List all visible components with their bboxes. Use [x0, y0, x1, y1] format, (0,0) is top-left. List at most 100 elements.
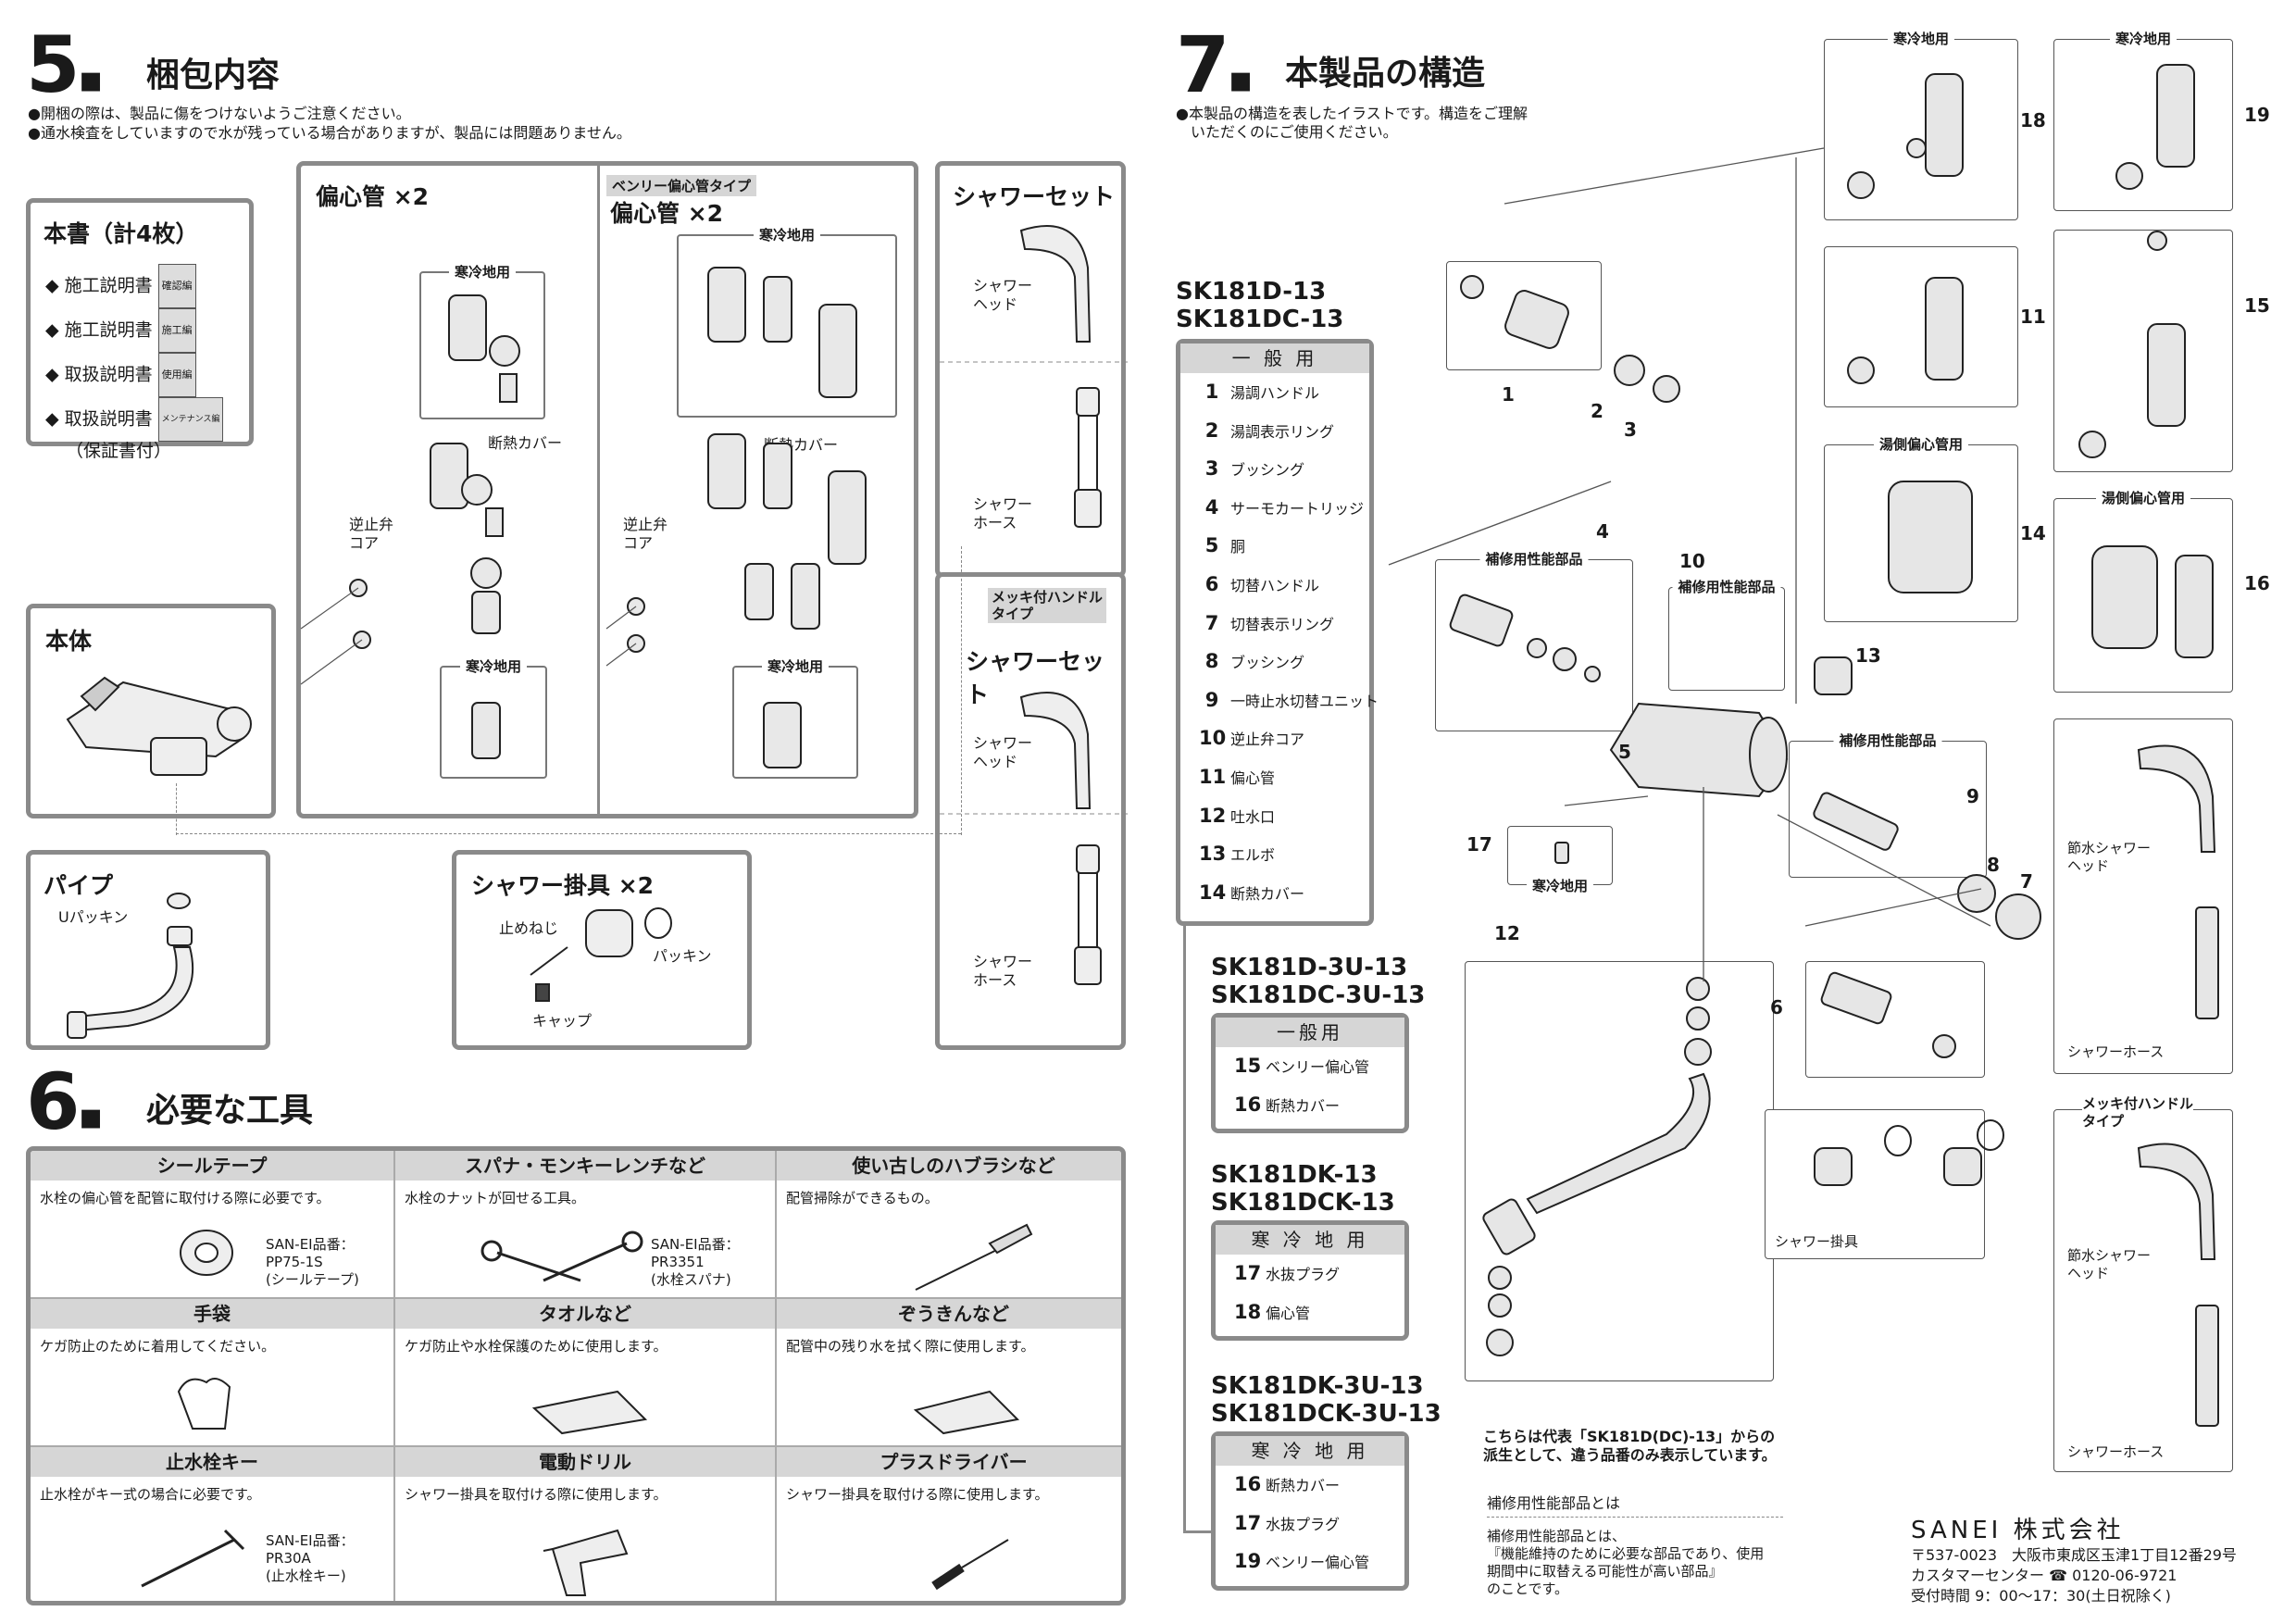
tools-table: シールテープ 水栓の偏心管を配管に取付ける際に必要です。 SAN-EI品番： P… [26, 1146, 1126, 1605]
shower-head-label-1: シャワー ヘッド [973, 277, 1033, 313]
sec5-number: 5 [26, 19, 80, 110]
sec5-note-1: ●開梱の際は、製品に傷をつけないようご注意ください。 [28, 105, 411, 122]
towel-icon [531, 1390, 648, 1435]
shower-hook-title: シャワー掛具 ×2 [471, 872, 655, 899]
callout-7: 7 [2020, 870, 2033, 893]
doc-item: ◆ 施工説明書確認編 [45, 264, 223, 308]
tool-cell: ぞうきんなど 配管中の残り水を拭く際に使用します。 [777, 1299, 1121, 1447]
pipe-title: パイプ [44, 872, 114, 899]
set-screw-label: 止めねじ [499, 919, 559, 937]
callout-4: 4 [1596, 520, 1609, 543]
model-group-1: SK181D-13 SK181DC-13 [1176, 278, 1344, 333]
detail-frame-18: 寒冷地用 [1824, 29, 2018, 220]
cold-frame: 寒冷地用 [419, 262, 545, 419]
pipe-illustration [67, 893, 194, 1039]
shower-set-title-2: シャワーセット [966, 648, 1105, 708]
company-center: カスタマーセンター ☎ 0120-06-9721 [1911, 1567, 2177, 1584]
toothbrush-icon [915, 1223, 1033, 1291]
detail-frame-11 [1824, 246, 2018, 407]
doc-warranty: （保証書付） [66, 441, 172, 461]
shower-set-title-1: シャワーセット [953, 183, 1116, 210]
benri-tag: ベンリー偏心管タイプ [606, 175, 757, 196]
connector-line [176, 783, 177, 835]
shower-hook-box: シャワー掛具 ×2 止めねじ パッキン キャップ [452, 850, 752, 1050]
cap-label: キャップ [532, 1012, 593, 1030]
shower-hose-label-1: シャワー ホース [973, 495, 1033, 531]
callout-19: 19 [2244, 104, 2270, 126]
check-valve-label: 逆止弁 コア [349, 516, 394, 552]
detail-frame-14: 湯側偏心管用 [1824, 434, 2018, 622]
maint-divider [1487, 1517, 1783, 1518]
eccentric-title: 偏心管 ×2 [316, 183, 430, 210]
docs-title: 本書（計4枚） [44, 220, 199, 247]
detail-frame-15 [2053, 230, 2233, 472]
gloves-icon [177, 1378, 231, 1430]
sec7-heading: 7▪ [1176, 19, 1254, 110]
shower-set-box-1: シャワーセット シャワー ヘッド シャワー ホース [935, 161, 1130, 578]
cloth-icon [913, 1390, 1020, 1435]
sec6-heading: 6▪ [26, 1056, 104, 1147]
detail-frame-1 [1446, 261, 1602, 370]
repair-frame-4: 補修用性能部品 [1435, 549, 1633, 731]
maint-title: 補修用性能部品とは [1487, 1494, 1621, 1512]
doc-item: ◆ 施工説明書施工編 [45, 308, 223, 353]
tool-cell: 使い古しのハブラシなど 配管掃除ができるもの。 [777, 1151, 1121, 1299]
callout-17: 17 [1466, 833, 1492, 856]
sec7-note-2: いただくのにご使用ください。 [1176, 123, 1398, 141]
sec7-number: 7 [1176, 19, 1229, 110]
derived-note: こちらは代表「SK181D(DC)-13」からの 派生として、違う品番のみ表示し… [1483, 1428, 1777, 1464]
sec7-note-1: ●本製品の構造を表したイラストです。構造をご理解 [1176, 105, 1529, 122]
tool-cell: 手袋 ケガ防止のために着用してください。 [31, 1299, 393, 1447]
cold-frame-17: 寒冷地用 [1507, 826, 1613, 895]
docs-box: 本書（計4枚） ◆ 施工説明書確認編 ◆ 施工説明書施工編 ◆ 取扱説明書使用編… [26, 198, 254, 460]
callout-15: 15 [2244, 294, 2270, 317]
benri-title: 偏心管 ×2 [610, 200, 724, 227]
shower-set-box-2: メッキ付ハンドル タイプ シャワーセット シャワー ヘッド シャワー ホース [935, 572, 1130, 1050]
doc-item: ◆ 取扱説明書メンテナンス編 [45, 397, 224, 442]
repair-frame-10: 補修用性能部品 [1668, 577, 1785, 691]
model-group-2: SK181D-3U-13 SK181DC-3U-13 [1211, 954, 1426, 1009]
body-title: 本体 [45, 628, 93, 655]
wrench-icon [480, 1230, 643, 1282]
benri-cold-frame: 寒冷地用 [677, 225, 897, 418]
callout-14: 14 [2020, 522, 2046, 544]
sec5-heading: 5▪ [26, 19, 104, 110]
company-hours: 受付時間 9：00～17：30(土日祝除く) [1911, 1587, 2171, 1605]
tool-cell: タオルなど ケガ防止や水栓保護のために使用します。 [395, 1299, 775, 1447]
callout-10: 10 [1679, 550, 1705, 572]
callout-3: 3 [1624, 418, 1637, 441]
insulation-cover-label: 断熱カバー [488, 434, 563, 452]
maint-desc: 補修用性能部品とは、 『機能維持のために必要な部品であり、使用 期間中に取替える… [1487, 1528, 1765, 1597]
shower-hook-illustration [530, 907, 672, 1002]
callout-9: 9 [1966, 785, 1979, 807]
shower-set-frame-2: メッキ付ハンドル タイプ 節水シャワー ヘッド シャワーホース [2053, 1095, 2233, 1472]
shower-set-illustration-2 [940, 692, 1130, 985]
detail-frame-16: 湯側偏心管用 [2053, 488, 2233, 693]
callout-16: 16 [2244, 572, 2270, 594]
eccentric-box: 偏心管 ×2 ベンリー偏心管タイプ 偏心管 ×2 寒冷地用 断熱カバー 逆止弁 … [296, 161, 918, 818]
shower-hook-frame: シャワー掛具 [1765, 1109, 1985, 1259]
tool-cell: 電動ドリル シャワー掛具を取付ける際に使用します。 [395, 1447, 775, 1601]
shower-head-label-2: シャワー ヘッド [973, 734, 1033, 770]
callout-18: 18 [2020, 109, 2046, 131]
packing-label: パッキン [653, 947, 712, 965]
shower-hose-label-2: シャワー ホース [973, 953, 1033, 989]
callout-5: 5 [1618, 741, 1631, 763]
tool-cell: スパナ・モンキーレンチなど 水栓のナットが回せる工具。 SAN-EI品番： PR… [395, 1151, 775, 1299]
sec6-number: 6 [26, 1056, 80, 1147]
callout-8: 8 [1987, 854, 2000, 876]
faucet-body-illustration [66, 676, 252, 776]
